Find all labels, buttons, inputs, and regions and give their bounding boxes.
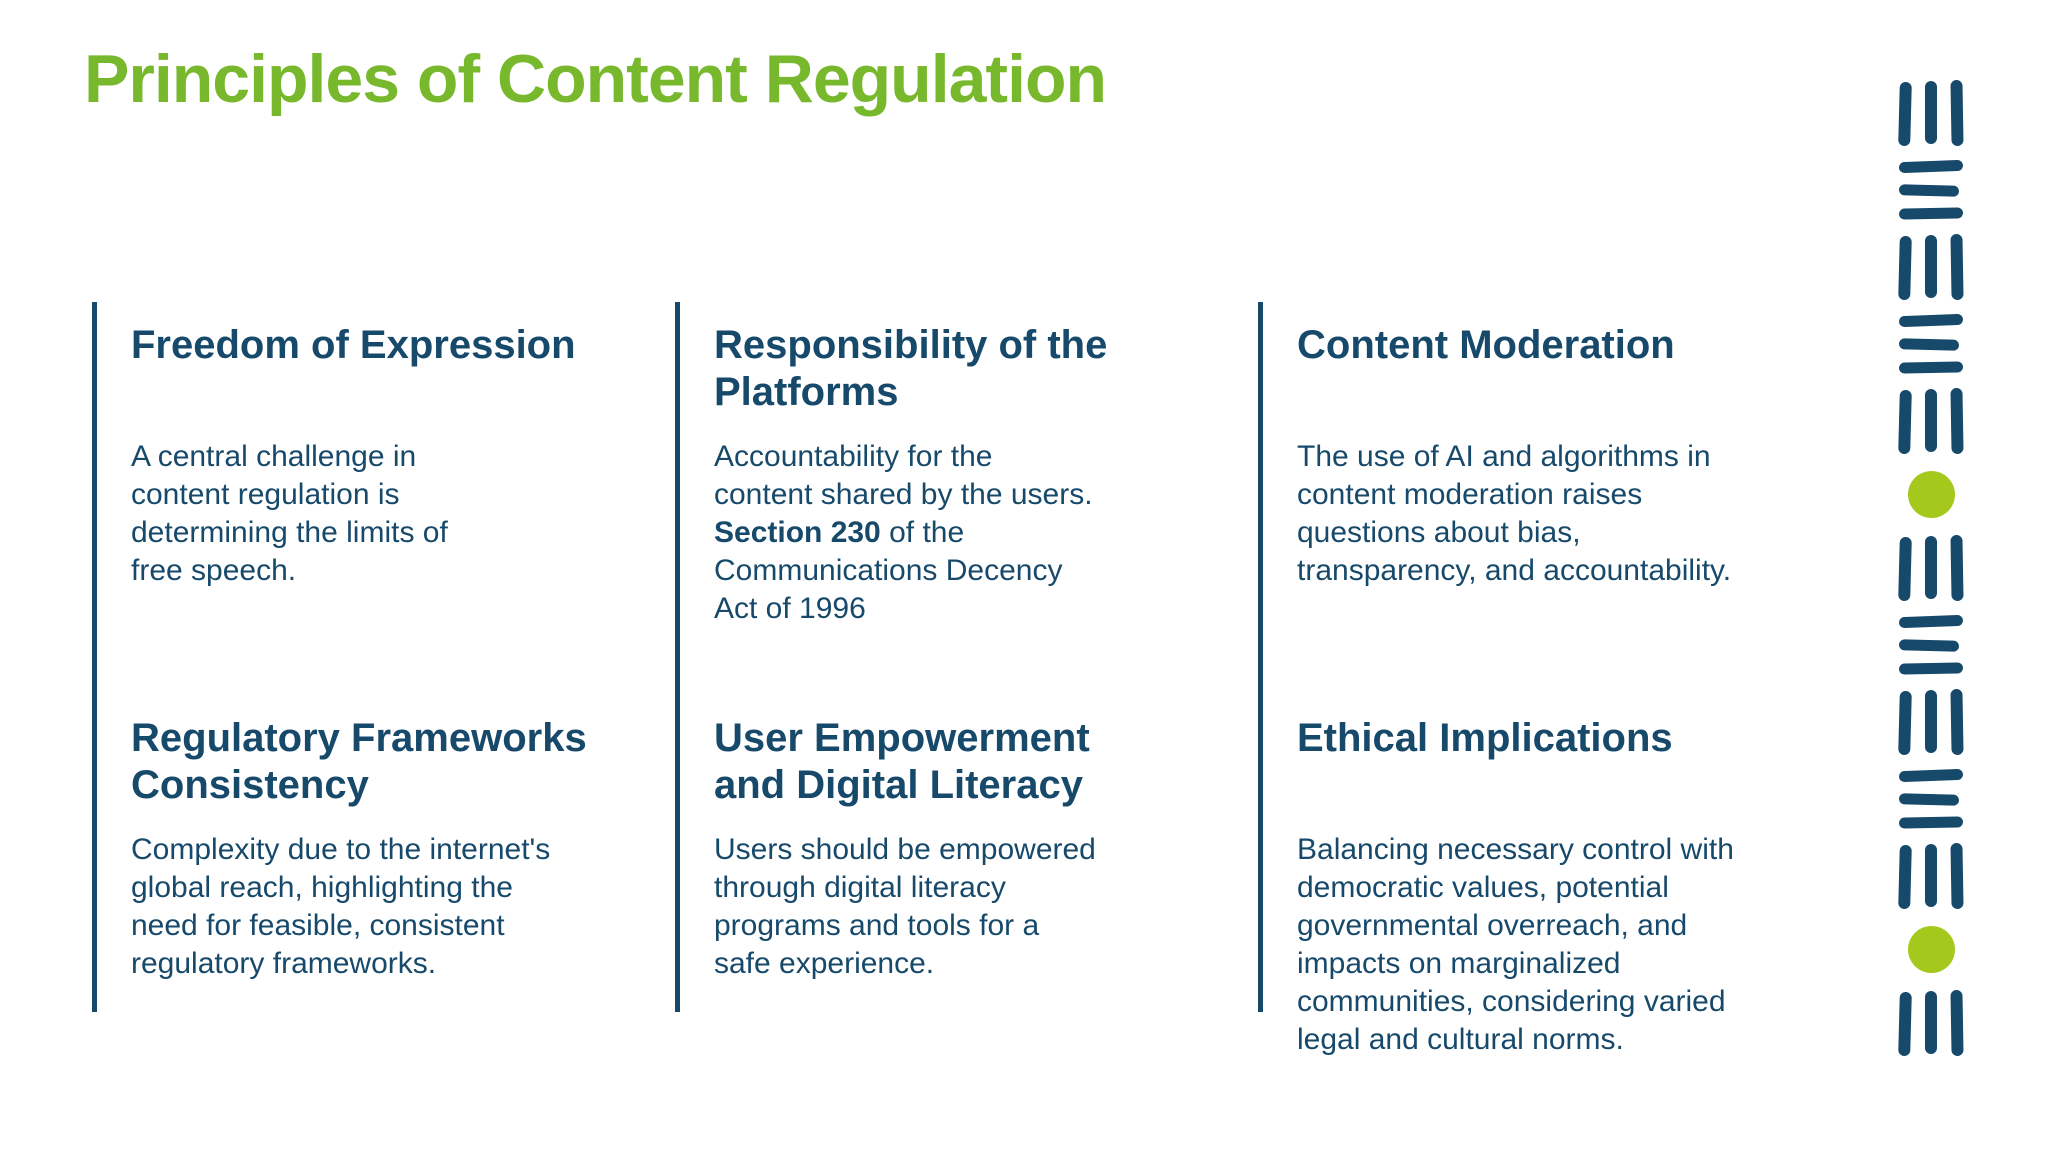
grid-column-2: Responsibility of the Platforms Accounta… <box>675 302 1235 1012</box>
card-body: A central challenge in content regulatio… <box>131 440 448 587</box>
horizontal-bar <box>1898 313 1964 328</box>
card-body: Accountability for the content shared by… <box>714 440 1093 625</box>
card-heading: Ethical Implications <box>1297 716 1673 760</box>
vertical-bar <box>1950 79 1964 147</box>
tally-vertical-bars-icon <box>1898 233 1964 301</box>
card-heading: Regulatory Frameworks Consistency <box>131 716 587 807</box>
accent-dot-icon <box>1907 471 1955 518</box>
tally-vertical-bars-icon <box>1898 842 1964 910</box>
tally-horizontal-bars-icon <box>1898 159 1964 220</box>
card-body: Balancing necessary control with democra… <box>1297 833 1734 1056</box>
horizontal-bar <box>1898 183 1960 197</box>
tally-vertical-bars-icon <box>1898 989 1964 1057</box>
card-heading: Freedom of Expression <box>131 323 576 367</box>
vertical-bar <box>1925 690 1937 753</box>
vertical-bar <box>1925 844 1937 907</box>
card-heading: Responsibility of the Platforms <box>714 323 1108 414</box>
card-regulatory-frameworks-consistency: Regulatory Frameworks Consistency Comple… <box>131 715 652 983</box>
card-content-moderation: Content Moderation The use of AI and alg… <box>1297 322 1818 715</box>
vertical-bar <box>1925 991 1937 1054</box>
vertical-bar <box>1898 844 1912 910</box>
tally-vertical-bars-icon <box>1898 387 1964 455</box>
card-body: The use of AI and algorithms in content … <box>1297 440 1732 587</box>
page-title: Principles of Content Regulation <box>84 41 1107 117</box>
card-heading: Content Moderation <box>1297 323 1675 367</box>
vertical-bar <box>1898 991 1912 1057</box>
card-ethical-implications: Ethical Implications Balancing necessary… <box>1297 715 1818 1059</box>
card-heading: User Empowerment and Digital Literacy <box>714 716 1090 807</box>
vertical-bar <box>1898 235 1912 301</box>
horizontal-bar <box>1898 816 1964 829</box>
tally-horizontal-bars-icon <box>1898 614 1964 675</box>
card-responsibility-of-the-platforms: Responsibility of the Platforms Accounta… <box>714 322 1235 715</box>
vertical-bar <box>1925 389 1937 452</box>
vertical-bar <box>1950 233 1964 301</box>
tally-horizontal-bars-icon <box>1898 768 1964 829</box>
vertical-bar <box>1950 688 1964 756</box>
horizontal-bar <box>1898 361 1964 374</box>
horizontal-bar <box>1898 768 1964 783</box>
horizontal-bar <box>1898 159 1964 174</box>
vertical-bar <box>1950 387 1964 455</box>
vertical-bar <box>1898 389 1912 455</box>
vertical-bar <box>1898 81 1912 147</box>
horizontal-bar <box>1898 614 1964 629</box>
horizontal-bar <box>1898 792 1960 806</box>
horizontal-bar <box>1898 207 1964 220</box>
vertical-bar <box>1925 235 1937 298</box>
tally-vertical-bars-icon <box>1898 688 1964 756</box>
vertical-bar <box>1950 534 1964 602</box>
vertical-bar <box>1950 989 1964 1057</box>
card-freedom-of-expression: Freedom of Expression A central challeng… <box>131 322 652 715</box>
horizontal-bar <box>1898 662 1964 675</box>
vertical-bar <box>1898 536 1912 602</box>
tally-marks-decoration <box>1898 79 1964 1057</box>
card-body: Complexity due to the internet's global … <box>131 833 551 980</box>
card-user-empowerment-digital-literacy: User Empowerment and Digital Literacy Us… <box>714 715 1235 983</box>
vertical-bar <box>1925 81 1937 144</box>
tally-horizontal-bars-icon <box>1898 313 1964 374</box>
grid-column-1: Freedom of Expression A central challeng… <box>92 302 652 1012</box>
vertical-bar <box>1925 536 1937 599</box>
vertical-bar <box>1950 842 1964 910</box>
vertical-bar <box>1898 690 1912 756</box>
tally-vertical-bars-icon <box>1898 534 1964 602</box>
horizontal-bar <box>1898 638 1960 652</box>
grid-column-3: Content Moderation The use of AI and alg… <box>1258 302 1818 1056</box>
card-body: Users should be empowered through digita… <box>714 833 1096 980</box>
accent-dot-icon <box>1907 926 1955 973</box>
horizontal-bar <box>1898 337 1960 351</box>
tally-vertical-bars-icon <box>1898 79 1964 147</box>
